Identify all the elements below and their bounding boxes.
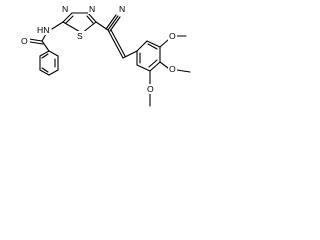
bond bbox=[41, 53, 49, 59]
bond bbox=[176, 69, 191, 73]
bond bbox=[110, 29, 126, 57]
bond bbox=[65, 15, 74, 24]
bond bbox=[136, 64, 151, 72]
atom-label-methoxy-oxygen: O bbox=[169, 31, 176, 41]
atom-label-amide-nh: HN bbox=[37, 25, 49, 35]
bond bbox=[51, 21, 64, 30]
bond bbox=[146, 40, 161, 48]
bond bbox=[109, 16, 121, 32]
bond bbox=[136, 40, 148, 52]
atom-label-methoxy-oxygen: O bbox=[169, 64, 176, 74]
bond bbox=[86, 15, 94, 24]
atom-label-layer: HN O N N S N O O O bbox=[21, 4, 176, 94]
bond bbox=[147, 43, 158, 50]
atom-mask bbox=[37, 24, 51, 35]
bond bbox=[41, 67, 49, 73]
chemical-structure-drawing: HN O N N S N O O O bbox=[20, 4, 191, 107]
bond bbox=[107, 15, 119, 31]
atom-mask bbox=[146, 84, 155, 94]
atom-mask bbox=[61, 4, 70, 14]
atom-mask bbox=[76, 31, 86, 41]
atom-mask bbox=[88, 4, 97, 14]
bond bbox=[105, 14, 117, 30]
bond bbox=[28, 38, 43, 42]
atom-mask bbox=[168, 31, 177, 41]
bond bbox=[149, 61, 161, 72]
bond bbox=[41, 33, 47, 42]
atom-label-thiadiazole-nitrogen: N bbox=[89, 4, 95, 14]
atom-label-thiadiazole-nitrogen: N bbox=[62, 4, 68, 14]
bond bbox=[41, 40, 50, 52]
bond bbox=[122, 50, 138, 59]
atom-label-thiadiazole-sulfur: S bbox=[77, 31, 83, 41]
bond bbox=[148, 59, 158, 68]
bond bbox=[39, 69, 50, 76]
atom-label-nitrile-nitrogen: N bbox=[119, 4, 125, 14]
bond bbox=[29, 41, 44, 45]
bond bbox=[87, 12, 97, 23]
bond bbox=[159, 61, 169, 69]
bond bbox=[39, 50, 50, 57]
bond bbox=[48, 50, 59, 57]
bond-layer bbox=[28, 12, 191, 107]
bond bbox=[159, 39, 169, 48]
atom-label-carbonyl-oxygen: O bbox=[21, 36, 28, 46]
atom-mask-layer bbox=[20, 4, 177, 94]
atom-mask bbox=[20, 35, 30, 45]
atom-mask bbox=[118, 4, 127, 15]
atom-mask bbox=[168, 64, 177, 74]
bond bbox=[107, 29, 124, 59]
atom-label-methoxy-oxygen: O bbox=[147, 84, 154, 94]
bond bbox=[62, 12, 73, 23]
bond bbox=[48, 69, 59, 76]
